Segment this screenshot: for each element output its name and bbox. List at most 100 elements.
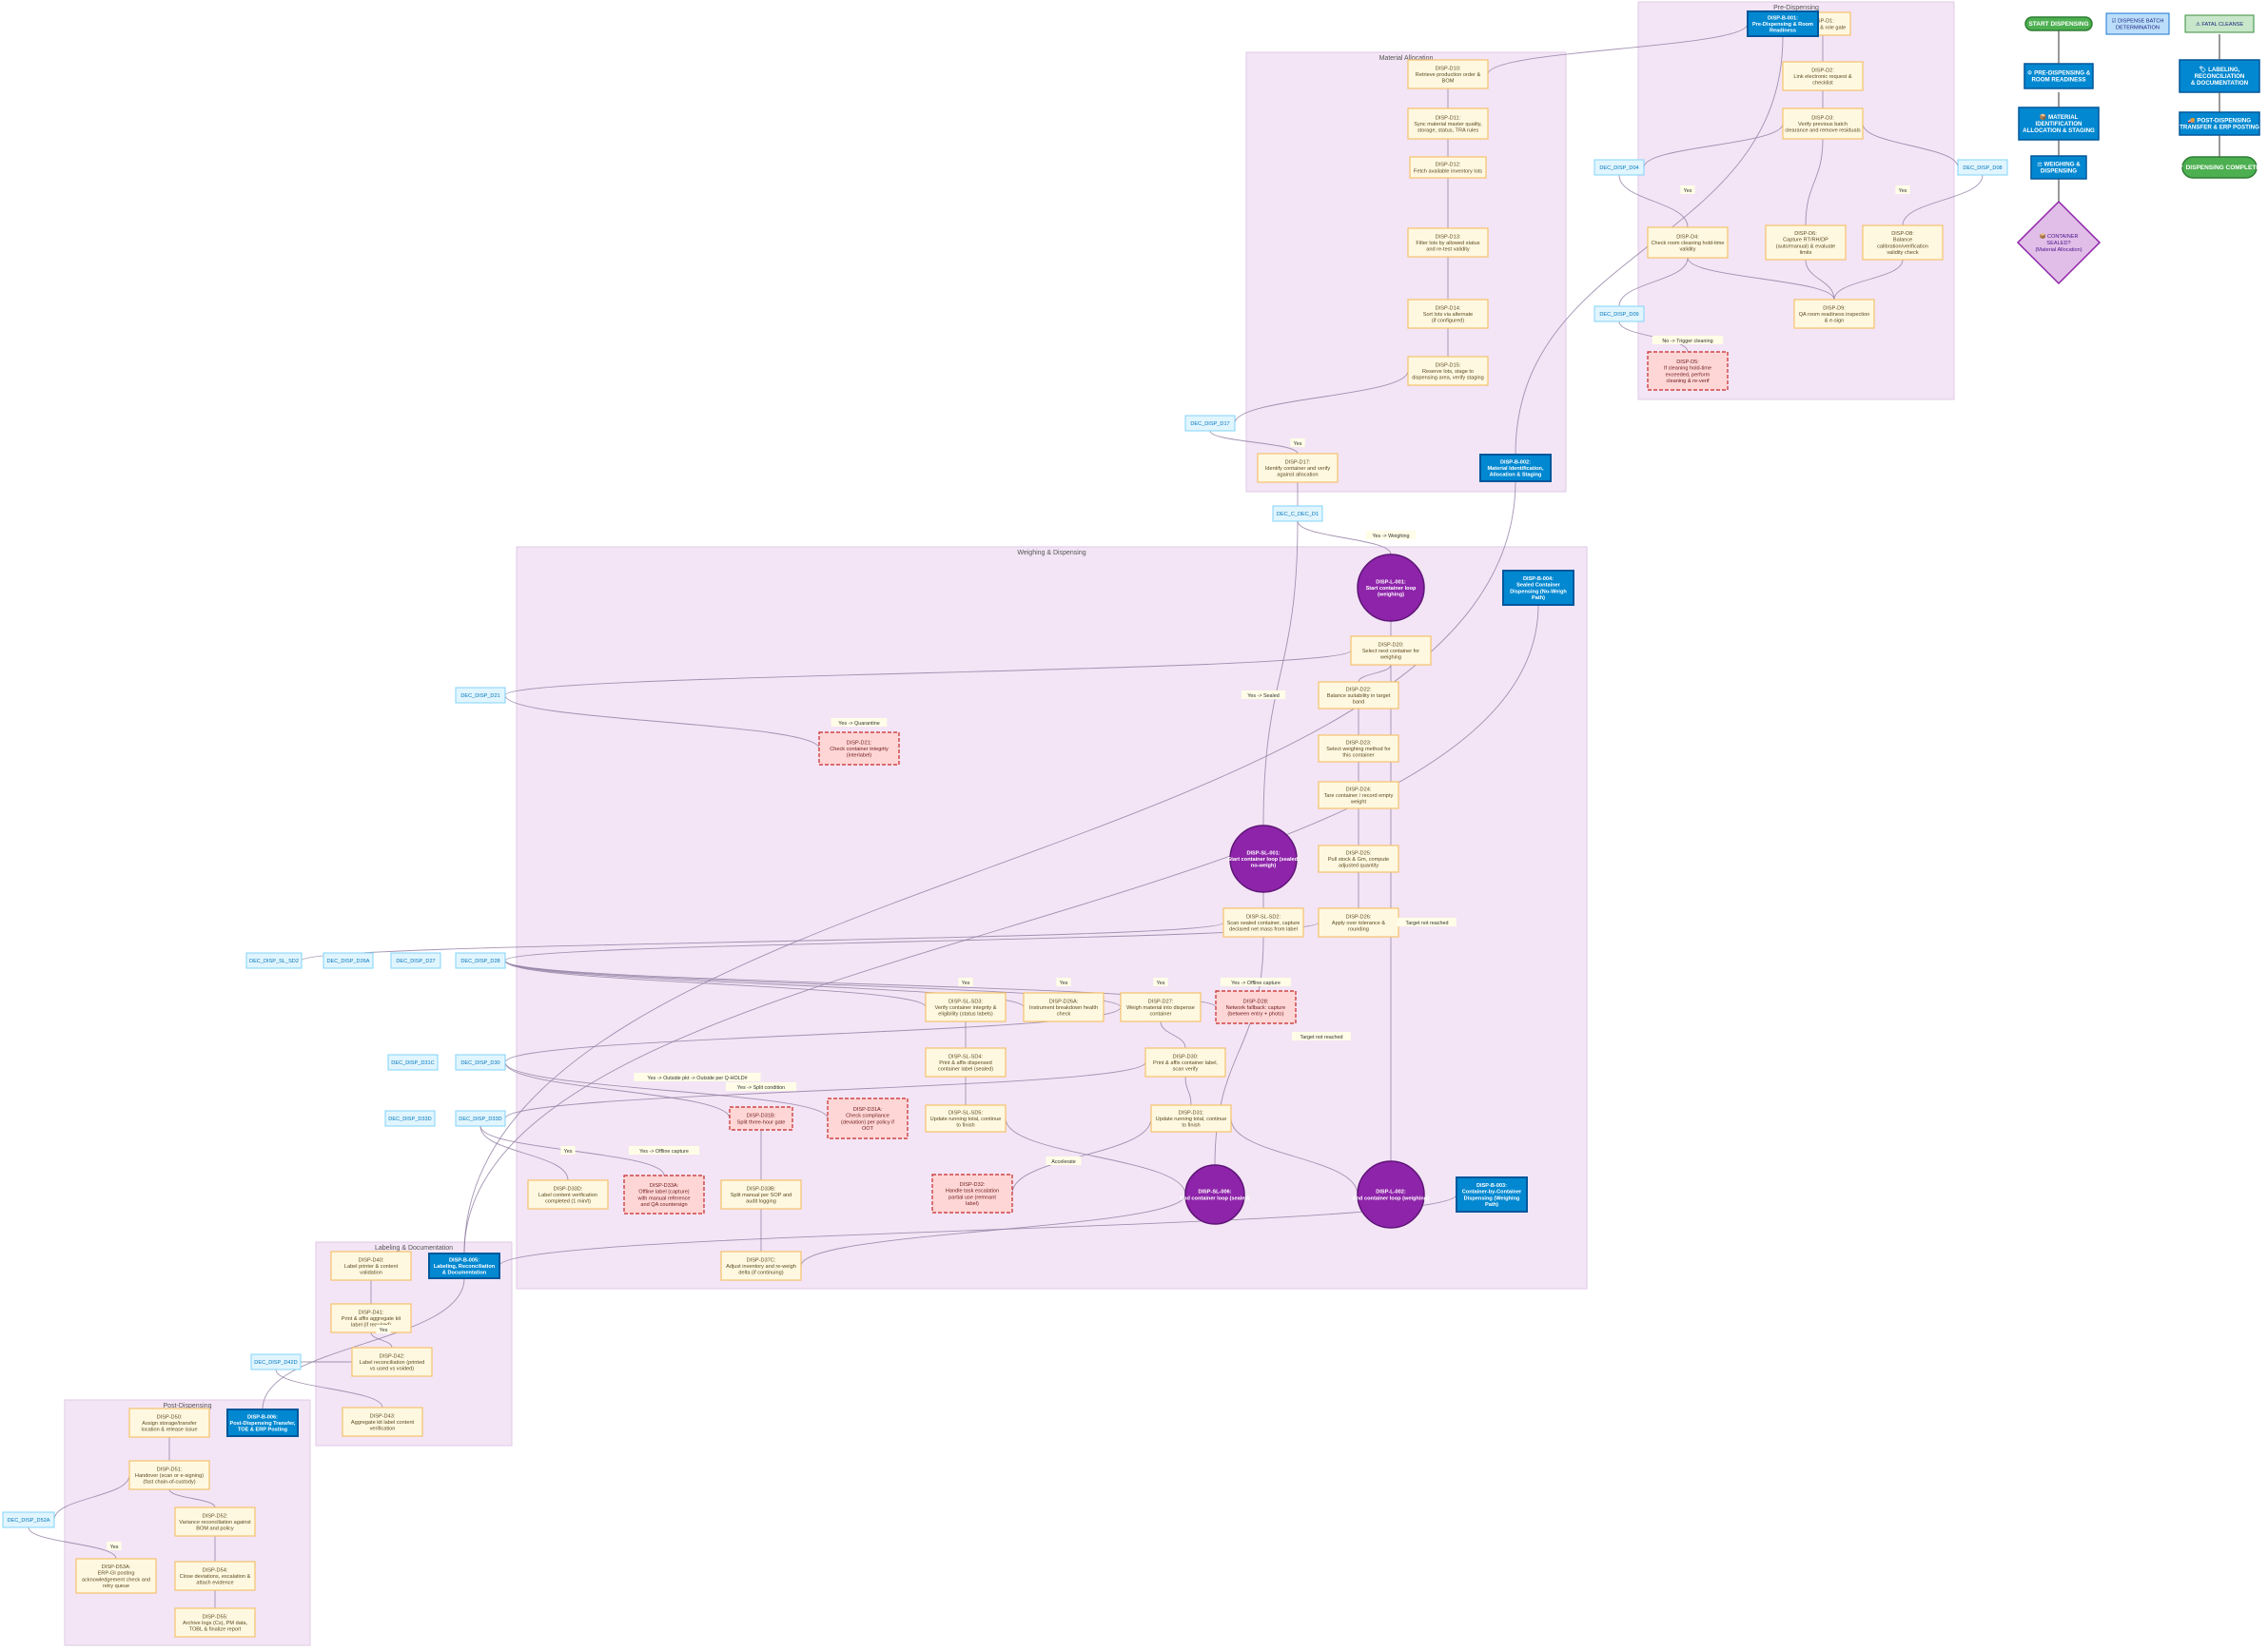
node-text-line: label)	[966, 1201, 979, 1207]
node-text-line: eligibility (status labels)	[938, 1012, 993, 1018]
process-step-node: DISP-D53A:ERP-GI postingacknowledgement …	[75, 1558, 157, 1594]
node-text-line: ALLOCATION & STAGING	[2023, 127, 2095, 134]
edge-connector	[28, 1526, 117, 1560]
process-step-node: DISP-D10:Retrieve production order &BOM	[1407, 59, 1489, 89]
edge-connector	[800, 1194, 1186, 1267]
node-text-line: START DISPENSING	[2028, 21, 2088, 28]
node-text-line: DISP-D52:	[203, 1513, 228, 1519]
process-step-node: DISP-D31:Update running total, continuet…	[1150, 1104, 1232, 1133]
node-text-line: DEC_DISP_D30	[460, 1060, 499, 1066]
node-text-line: DEC_DISP_D33D	[459, 1117, 501, 1122]
lane-title: Weighing & Dispensing	[1017, 550, 1085, 556]
node-text-line: DISP-D11:	[1436, 115, 1461, 121]
node-text-line: Allocation & Staging	[1490, 473, 1542, 478]
node-text-line: DISP-D5:	[1676, 360, 1699, 365]
node-text-line: this container	[1342, 753, 1374, 759]
loop-node: DISP-L-002:End container loop (weighing)	[1353, 1160, 1429, 1229]
decision-node: DEC_DISP_D52A	[2, 1511, 55, 1528]
decision-node: DEC_DISP_D21	[455, 687, 506, 704]
node-text-line: DISP-SL-006:	[1198, 1190, 1231, 1195]
lane-title: Pre-Dispensing	[1773, 5, 1819, 11]
process-step-node: DISP-D51:Handover (scan or e-signing)(fa…	[128, 1460, 210, 1490]
node-text-line: TOBL & finalize report	[189, 1627, 242, 1633]
node-text-line: TOE & ERP Posting	[238, 1428, 288, 1433]
phase-node: DISP-B-006:Post-Dispensing Transfer,TOE …	[226, 1409, 299, 1437]
process-step-node: DISP-D43:Aggregate kit label contentveri…	[342, 1407, 423, 1437]
node-text-line: Select weighing method for	[1326, 747, 1391, 752]
node-text-line: DISP-D54:	[203, 1567, 228, 1573]
svg-text:Yes: Yes	[1684, 188, 1692, 194]
node-text-line: DISP-D17:	[1285, 459, 1311, 465]
svg-text:Yes -> Offline capture: Yes -> Offline capture	[639, 1149, 689, 1155]
node-text-line: DEC_DISP_D33D	[388, 1117, 431, 1122]
node-text-line: Network fallback: capture	[1226, 1005, 1286, 1011]
process-step-node: DISP-D24:Tare container / record emptywe…	[1318, 781, 1399, 809]
node-text-line: storage, status, TRA rules	[1418, 128, 1478, 134]
process-step-node: DISP-SL-SD2:Scan sealed container, captu…	[1222, 907, 1304, 938]
start-terminal: START DISPENSING	[2024, 16, 2093, 31]
node-text-line: Container-by-Container	[1462, 1190, 1522, 1195]
process-step-node: DISP-D23:Select weighing method forthis …	[1318, 734, 1399, 763]
edge-label: Yes -> Sealed	[1241, 690, 1286, 699]
node-text-line: SEALED?	[2046, 241, 2070, 246]
loop-node: DISP-SL-006:End container loop (sealed)	[1180, 1164, 1250, 1225]
edge-connector	[1487, 23, 1749, 75]
node-text-line: (auto/manual) & evaluate	[1776, 243, 1836, 249]
edge-label: Yes	[1680, 185, 1695, 194]
edge-connector	[1011, 1118, 1152, 1195]
edge-connector	[1862, 123, 1959, 168]
node-text-line: Verify container integrity &	[935, 1005, 997, 1011]
svg-text:No -> Trigger cleaning: No -> Trigger cleaning	[1662, 339, 1712, 344]
edge-connector	[504, 650, 1352, 696]
node-text-line: DISP-D55:	[203, 1614, 228, 1620]
node-text-line: Retrieve production order &	[1416, 72, 1481, 78]
node-text-line: acknowledgement check and	[82, 1577, 150, 1583]
node-text-line: adjusted quantity	[1339, 864, 1378, 869]
node-text-line: DISP-D21:	[847, 740, 872, 746]
node-text-line: Handle task escalation	[946, 1189, 999, 1195]
svg-text:Yes: Yes	[962, 981, 970, 986]
node-text-line: Link electronic request &	[1793, 74, 1852, 80]
process-step-node: DISP-D33B:Split manual per SOP andaudit …	[720, 1179, 802, 1210]
node-text-line: DEC_DISP_D04	[1599, 165, 1638, 171]
node-text-line: Path)	[1485, 1202, 1498, 1208]
node-text-line: DISP-D26A:	[1049, 999, 1079, 1004]
node-text-line: limits	[1800, 250, 1812, 256]
node-text-line: DEC_DISP_D09	[1599, 312, 1638, 318]
phase-node: DISP-B-001:Pre-Dispensing & RoomReadines…	[1747, 10, 1819, 37]
end-terminal: ✓ DISPENSING COMPLETE	[2179, 156, 2260, 179]
process-step-node: DISP-D6:Capture RT/RH/DP(auto/manual) & …	[1765, 224, 1847, 261]
node-text-line: exceeded, perform	[1666, 372, 1711, 378]
decision-node: DEC_DISP_D26A	[323, 952, 374, 969]
decision-node: DEC_DISP_D30	[455, 1054, 506, 1071]
decision-node: DEC_DISP_D42D	[250, 1353, 302, 1370]
node-text-line: 🏷 LABELING,	[2200, 66, 2240, 73]
node-text-line: DISP-D53A:	[102, 1565, 131, 1570]
edge-label: Yes	[107, 1542, 122, 1550]
node-text-line: DEC_DISP_D27	[396, 959, 435, 964]
process-step-node: DISP-D2:Link electronic request &checkli…	[1782, 61, 1864, 91]
node-text-line: Identify container and verify	[1265, 466, 1331, 472]
edge-connector	[1209, 430, 1299, 455]
process-step-node: DISP-SL-SD3:Verify container integrity &…	[925, 992, 1007, 1022]
node-text-line: declared net mass from label	[1229, 927, 1298, 933]
node-text-line: vs used vs voided)	[370, 1367, 414, 1372]
node-text-line: Archive logs (Cs), PM data,	[183, 1621, 248, 1626]
node-text-line: DISP-D26:	[1346, 914, 1372, 920]
node-text-line: DEC_C_DEC_D1	[1277, 512, 1319, 517]
node-text-line: Print & affix dispensed	[939, 1060, 992, 1066]
node-text-line: Capture RT/RH/DP	[1783, 238, 1828, 243]
edge-connector	[1230, 1118, 1359, 1195]
edge-connector	[1160, 1020, 1186, 1049]
node-text-line: Verify previous batch	[1798, 122, 1848, 127]
node-text-line: (between entry + photo)	[1227, 1012, 1283, 1018]
node-text-line: delta (if continuing)	[738, 1271, 783, 1276]
node-text-line: DEC_DISP_D42D	[254, 1360, 297, 1366]
node-text-line: OOT	[862, 1126, 874, 1132]
node-text-line: DISP-D20:	[1378, 642, 1404, 648]
node-text-line: DISP-D42:	[380, 1353, 405, 1359]
